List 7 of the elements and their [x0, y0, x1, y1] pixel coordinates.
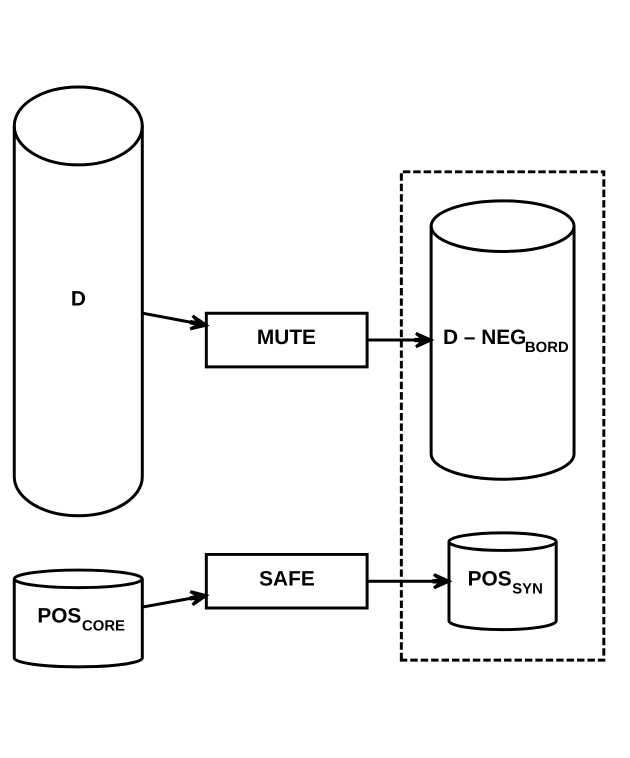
arrow — [142, 311, 208, 330]
arrow — [142, 590, 208, 608]
arrow — [367, 572, 450, 589]
arrow — [367, 331, 432, 348]
node-box: MUTE — [204, 311, 369, 368]
node-box: SAFE — [204, 552, 369, 610]
cluster — [400, 170, 606, 662]
